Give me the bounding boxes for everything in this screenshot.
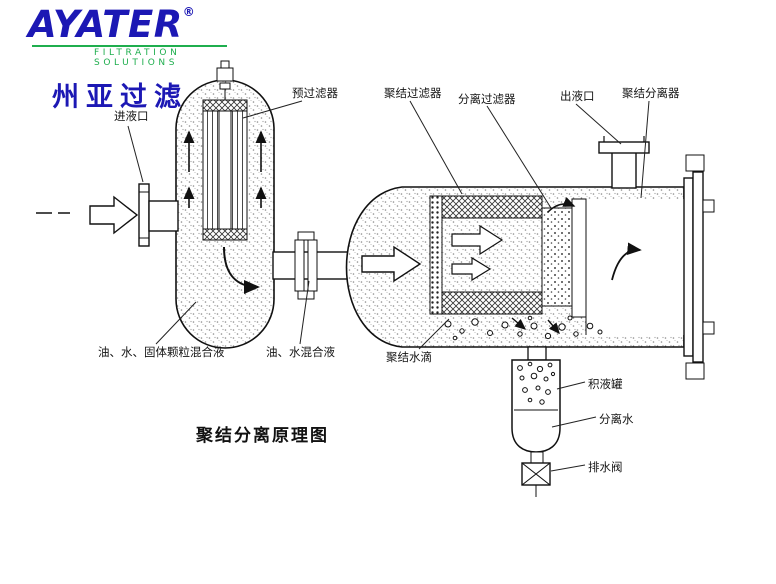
tank-bubbles (517, 361, 556, 405)
label-mixture-oil-water-solid: 油、水、固体颗粒混合液 (98, 345, 225, 359)
bolt-icon (702, 199, 715, 213)
pipe-flange (307, 239, 318, 292)
end-flange (683, 154, 715, 380)
label-mixture-oil-water: 油、水混合液 (266, 345, 335, 359)
bolt-icon (702, 321, 715, 335)
drain-valve (521, 451, 551, 497)
inlet-flange (138, 183, 150, 247)
inlet-assembly (36, 183, 179, 247)
coalescer-flow-arrow-icon (451, 224, 504, 256)
brand-chinese-name: 州亚过滤 (52, 82, 188, 113)
bolt-icon (685, 154, 705, 172)
coalescing-element (429, 195, 543, 315)
label-drain-valve: 排水阀 (588, 460, 623, 474)
separation-element (541, 198, 587, 318)
brand-tagline: FILTRATION SOLUTIONS (94, 48, 181, 68)
label-inlet: 进液口 (114, 109, 149, 123)
diagram-title: 聚结分离原理图 (195, 425, 329, 446)
collection-tank (511, 346, 561, 453)
brand-header: AYATER® FILTRATION SOLUTIONS 州亚过滤 (28, 6, 258, 114)
connecting-pipe (272, 231, 356, 300)
inlet-pipe (148, 200, 179, 232)
label-outlet: 出液口 (560, 89, 595, 103)
outlet-nozzle (598, 136, 650, 189)
prefilter-cartridge (202, 82, 248, 241)
main-flow-arrows (361, 197, 642, 335)
label-coalescing-filter: 聚结过滤器 (384, 86, 442, 100)
label-collection-tank: 积液罐 (588, 377, 623, 391)
outlet-flange (598, 141, 650, 154)
label-prefilter: 预过滤器 (292, 86, 338, 100)
pipe-flange (294, 239, 305, 292)
logo-underline (32, 45, 227, 47)
label-separated-water: 分离水 (599, 412, 634, 426)
prefilter-top-fitting (216, 67, 234, 82)
registered-mark-icon: ® (182, 5, 195, 19)
valve-symbol-icon (521, 462, 551, 486)
label-separation-filter: 分离过滤器 (458, 92, 516, 106)
label-coalescence-separator: 聚结分离器 (622, 86, 680, 100)
brand-logo: AYATER (28, 3, 183, 46)
label-coalesced-water-drops: 聚结水滴 (386, 350, 432, 364)
coalescer-flow-arrow-icon (451, 256, 492, 282)
leader-lines (127, 100, 650, 472)
inlet-flow-arrow-icon (89, 195, 139, 235)
main-flow-arrow-icon (361, 245, 422, 283)
prefilter-flow-arrows (183, 130, 267, 294)
separation-chamber (586, 199, 684, 335)
bolt-icon (685, 362, 705, 380)
water-droplets (444, 315, 603, 341)
